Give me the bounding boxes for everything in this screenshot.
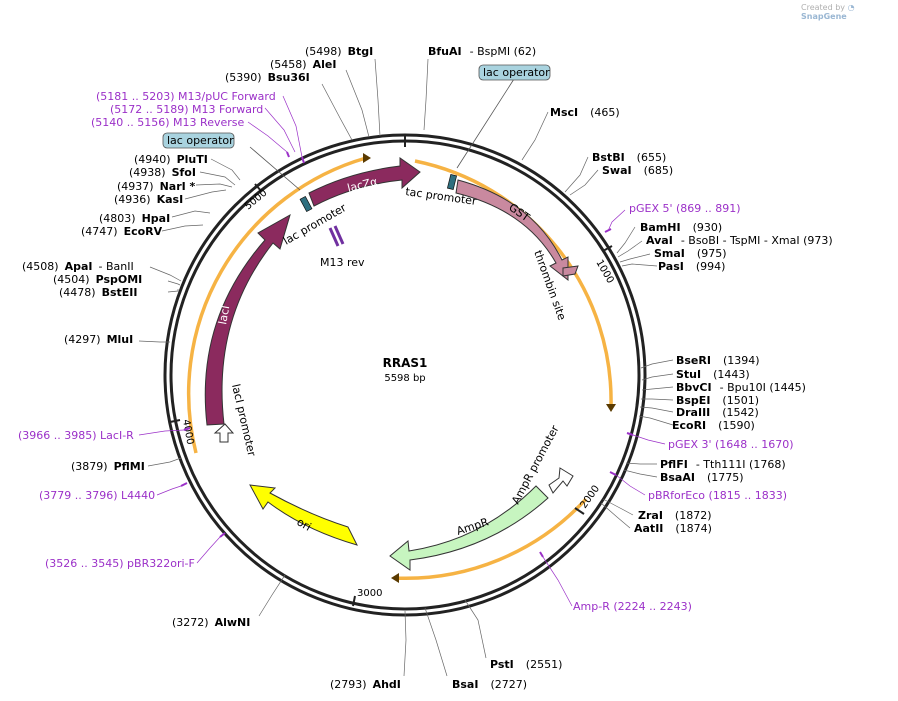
feature-ori[interactable]: ori: [249, 484, 358, 546]
enzyme-label: BseRI(1394): [676, 354, 760, 367]
enzyme-label: BfuAI- BspMI (62): [428, 45, 536, 58]
snapgene-credit: Created by ◔ SnapGene: [801, 3, 898, 21]
enzyme-label: (4747)EcoRV: [81, 225, 163, 238]
tick-label-4000: 4000: [180, 419, 195, 446]
lac-operator-top-label: lac operator: [483, 66, 550, 79]
lac-operator-box-left[interactable]: lac operator: [162, 132, 301, 191]
enzyme-label: PflFI- Tth111I (1768): [660, 458, 786, 471]
feature-M13-rev-mark[interactable]: [328, 225, 345, 247]
enzyme-label: EcoRI(1590): [672, 419, 755, 432]
enzyme-label: SwaI(685): [602, 164, 673, 177]
primer-labels: (5181 .. 5203) M13/pUC Forward (5172 .. …: [18, 90, 794, 613]
credit-brand: SnapGene: [801, 12, 847, 21]
enzyme-label: AvaI- BsoBI - TspMI - XmaI (973): [646, 234, 833, 247]
feature-lacI-promoter-arrow[interactable]: [213, 423, 235, 443]
enzyme-label: (3272)AlwNI: [172, 616, 250, 629]
enzyme-label: BspEI(1501): [676, 394, 759, 407]
feature-lacZa[interactable]: lacZα: [308, 157, 421, 207]
feature-tac-promoter-mark[interactable]: [446, 174, 458, 190]
lac-operator-left-label: lac operator: [167, 134, 234, 147]
enzyme-label: (4803)HpaI: [99, 212, 170, 225]
primer-label: Amp-R (2224 .. 2243): [573, 600, 692, 613]
M13-rev-label: M13 rev: [320, 256, 365, 269]
tick-label-1000: 1000: [593, 258, 615, 286]
credit-prefix: Created by: [801, 3, 846, 12]
enzyme-label: PasI(994): [658, 260, 725, 273]
feature-thrombin-site[interactable]: [562, 265, 579, 277]
enzyme-label: DraIII(1542): [676, 406, 759, 419]
enzyme-label: (3879)PflMI: [71, 460, 145, 473]
primer-label: pGEX 3' (1648 .. 1670): [668, 438, 794, 451]
enzyme-label: (4937)NarI *: [117, 180, 196, 193]
enzyme-label: ZraI(1872): [638, 509, 712, 522]
tick-label-5000: 5000: [243, 188, 270, 213]
tick-label-3000: 3000: [357, 588, 382, 599]
enzyme-label: PstI(2551): [490, 658, 562, 671]
enzyme-labels: (5498)BtgI (5458)AleI (5390)Bsu36I BfuAI…: [22, 45, 833, 691]
enzyme-label: (5390)Bsu36I: [225, 71, 310, 84]
plasmid-size: 5598 bp: [384, 373, 425, 384]
enzyme-label: (4297)MluI: [64, 333, 133, 346]
primer-label: pBRforEco (1815 .. 1833): [648, 489, 787, 502]
enzyme-leader-lines: [138, 58, 674, 677]
enzyme-label: StuI(1443): [676, 368, 750, 381]
primer-label: (5181 .. 5203) M13/pUC Forward: [96, 90, 276, 103]
direction-arcs: [186, 156, 613, 581]
tick-marks: [169, 135, 613, 607]
enzyme-label: (4936)KasI: [114, 193, 183, 206]
enzyme-label: (4940)PluTI: [134, 153, 208, 166]
feature-lacI[interactable]: lacI: [204, 213, 291, 426]
enzyme-label: BsaI(2727): [452, 678, 527, 691]
feature-lac-operator-mark[interactable]: [299, 195, 313, 213]
primer-label: (3966 .. 3985) LacI-R: [18, 429, 134, 442]
primer-leader-lines: [138, 95, 666, 607]
enzyme-label: AatII(1874): [634, 522, 712, 535]
enzyme-label: (5458)AleI: [270, 58, 336, 71]
primer-marks: [180, 151, 634, 558]
enzyme-label: (4938)SfoI: [129, 166, 196, 179]
enzyme-label: BamHI(930): [640, 221, 722, 234]
primer-label: (3526 .. 3545) pBR322ori-F: [45, 557, 195, 570]
feature-lacI-label: lacI: [216, 304, 232, 325]
primer-label: pGEX 5' (869 .. 891): [629, 202, 741, 215]
primer-label: (5172 .. 5189) M13 Forward: [110, 103, 263, 116]
enzyme-label: MscI(465): [550, 106, 620, 119]
lac-operator-box-top[interactable]: lac operator: [456, 64, 551, 169]
enzyme-label: (4504)PspOMI: [53, 273, 142, 286]
plasmid-name: RRAS1: [383, 356, 428, 370]
enzyme-label: SmaI(975): [654, 247, 727, 260]
lacI-promoter-label: lacI promoter: [229, 383, 258, 458]
feature-ori-label: ori: [295, 515, 314, 533]
snapgene-logo-icon: ◔: [847, 3, 855, 12]
direction-arc-heads: [363, 153, 616, 583]
primer-label: (5140 .. 5156) M13 Reverse: [91, 116, 244, 129]
enzyme-label: (5498)BtgI: [305, 45, 373, 58]
lac-promoter-label: lac promoter: [281, 201, 349, 248]
enzyme-label: BsaAI(1775): [660, 471, 744, 484]
enzyme-label: (2793)AhdI: [330, 678, 401, 691]
enzyme-label: (4508)ApaI- BanII: [22, 260, 134, 273]
enzyme-label: BbvCI- Bpu10I (1445): [676, 381, 806, 394]
feature-AmpR-promoter-arrow[interactable]: [548, 467, 574, 494]
primer-label: (3779 .. 3796) L4440: [39, 489, 155, 502]
enzyme-label: (4478)BstEII: [59, 286, 137, 299]
enzyme-label: BstBI(655): [592, 151, 666, 164]
